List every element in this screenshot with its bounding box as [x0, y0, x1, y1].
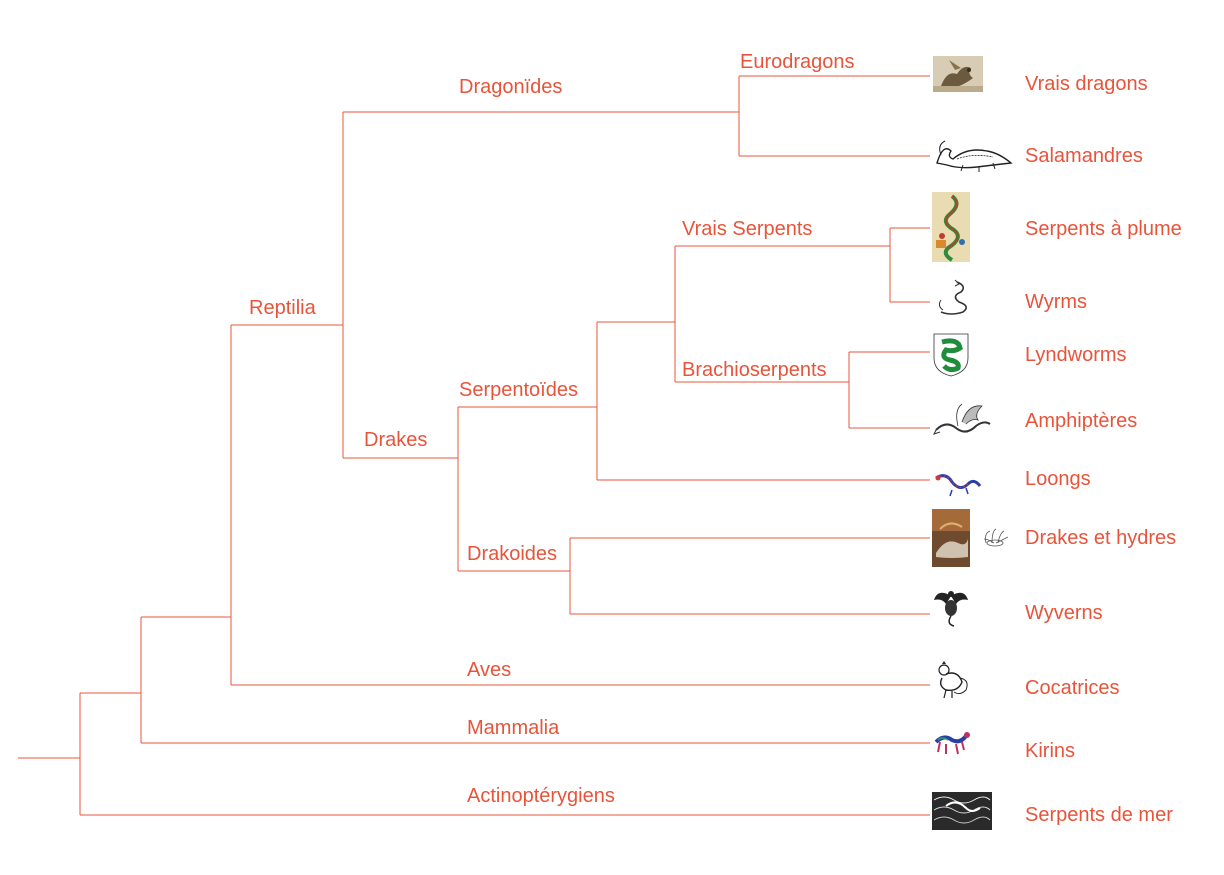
clade-label-actinopterygiens: Actinoptérygiens: [467, 785, 615, 807]
clade-label-drakes: Drakes: [364, 429, 428, 451]
leaf-label-amphipteres: Amphiptères: [1025, 410, 1138, 432]
clade-label-mammalia: Mammalia: [467, 717, 560, 739]
clade-label-aves: Aves: [467, 659, 512, 681]
leaf-label-drakes-hydres: Drakes et hydres: [1025, 527, 1177, 549]
wyvern-woodcut-icon: [932, 586, 970, 630]
clade-label-reptilia: Reptilia: [249, 297, 316, 319]
drake-painting-icon: [932, 509, 970, 569]
leaf-label-wyrms: Wyrms: [1025, 291, 1088, 313]
leaf-label-cocatrices: Cocatrices: [1025, 677, 1120, 699]
leaf-label-serpents-mer: Serpents de mer: [1025, 804, 1173, 826]
winged-dragon-painting-icon: [933, 56, 983, 96]
clade-label-drakoides: Drakoides: [467, 543, 558, 565]
green-lindworm-shield-icon: [932, 332, 970, 382]
leaf-label-wyverns: Wyverns: [1025, 602, 1103, 624]
clade-label-vrais-serpents: Vrais Serpents: [682, 218, 813, 240]
feathered-serpent-codex-icon: [932, 192, 970, 268]
coiled-wyrm-sketch-icon: [933, 278, 979, 320]
clade-label-dragonides: Dragonïdes: [459, 76, 563, 98]
salamander-engraving-icon: [933, 135, 1015, 175]
clade-label-serpentoides: Serpentoïdes: [459, 379, 578, 401]
leaf-label-serpents-plume: Serpents à plume: [1025, 218, 1182, 240]
leaf-label-loongs: Loongs: [1025, 468, 1091, 490]
qilin-colorful-icon: [932, 726, 972, 764]
winged-serpent-engraving-icon: [932, 400, 996, 444]
leaf-label-vrais-dragons: Vrais dragons: [1025, 73, 1148, 95]
leaf-label-kirins: Kirins: [1025, 740, 1076, 762]
clade-label-eurodragons: Eurodragons: [740, 51, 855, 73]
hydra-sketch-icon: [980, 525, 1010, 549]
sea-serpent-woodcut-icon: [932, 792, 992, 834]
chinese-loong-icon: [932, 468, 982, 504]
cockatrice-woodcut-icon: [932, 660, 972, 706]
leaf-label-lyndworms: Lyndworms: [1025, 344, 1127, 366]
leaf-label-salamandres: Salamandres: [1025, 145, 1143, 167]
clade-label-brachioserpents: Brachioserpents: [682, 359, 827, 381]
